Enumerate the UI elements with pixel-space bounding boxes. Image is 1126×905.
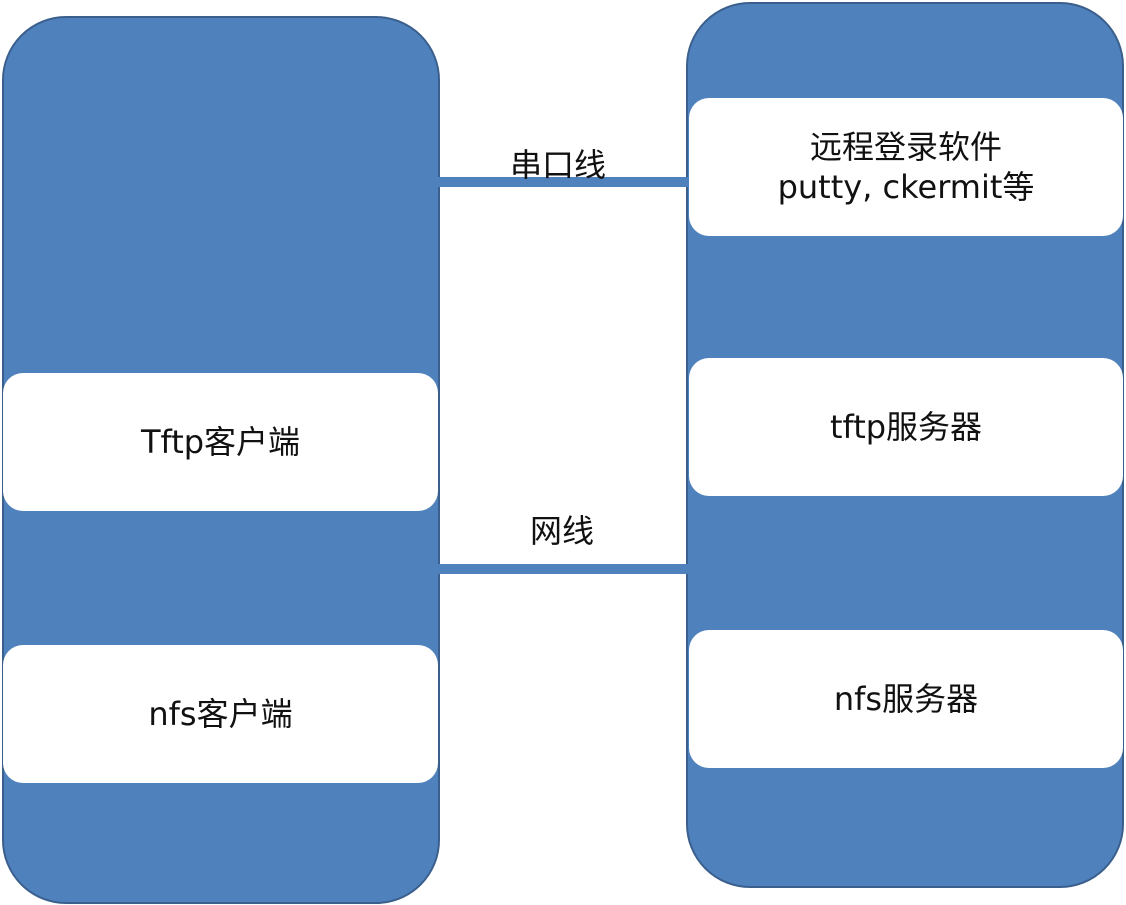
tftp-client-box: Tftp客户端 bbox=[3, 373, 438, 511]
network-cable-connector bbox=[438, 564, 688, 574]
nfs-server-label: nfs服务器 bbox=[833, 680, 979, 718]
remote-login-label: 远程登录软件 bbox=[809, 128, 1002, 166]
network-cable-label: 网线 bbox=[529, 512, 594, 550]
nfs-server-box: nfs服务器 bbox=[689, 630, 1123, 768]
tftp-server-box: tftp服务器 bbox=[689, 358, 1123, 496]
nfs-client-box: nfs客户端 bbox=[3, 645, 438, 783]
tftp-server-label: tftp服务器 bbox=[829, 408, 983, 446]
tftp-client-label: Tftp客户端 bbox=[140, 423, 301, 461]
serial-cable-label: 串口线 bbox=[509, 146, 606, 184]
remote-login-box: 远程登录软件 putty, ckermit等 bbox=[689, 98, 1123, 236]
nfs-client-label: nfs客户端 bbox=[148, 695, 293, 733]
serial-cable-connector bbox=[438, 177, 688, 187]
remote-login-examples: putty, ckermit等 bbox=[777, 168, 1035, 206]
